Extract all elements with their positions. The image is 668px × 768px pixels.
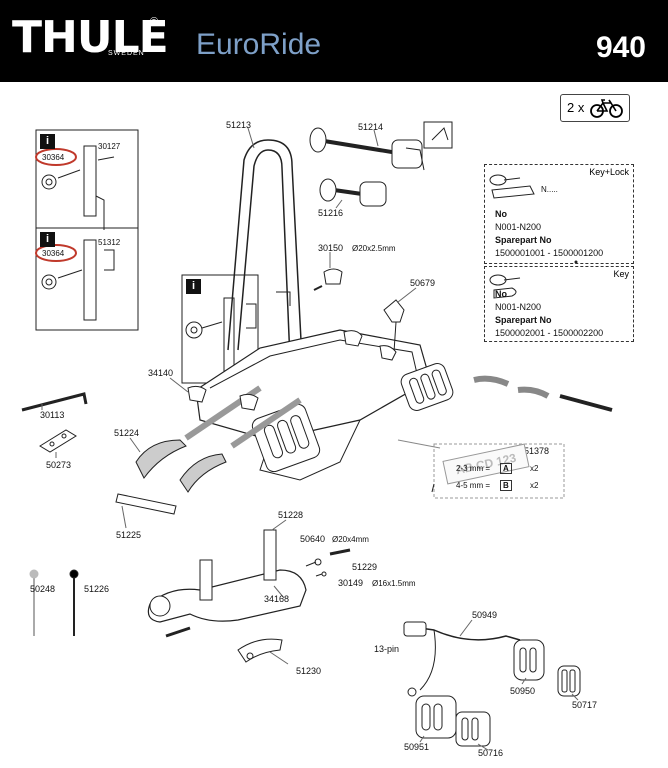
key-no-range: N001-N200 — [495, 302, 542, 312]
highlight-circle-1 — [35, 148, 77, 166]
key-title: Key — [613, 269, 629, 279]
part-label: 50679 — [410, 278, 436, 288]
part-spec: Ø16x1.5mm — [372, 579, 416, 588]
part-label: 30127 — [98, 142, 121, 151]
part-label: 51230 — [296, 666, 322, 676]
key-lock-no-range: N001-N200 — [495, 222, 542, 232]
part-label: 50248 — [30, 584, 56, 594]
info-badge-3: i — [186, 279, 201, 294]
part-label: 51224 — [114, 428, 140, 438]
part-spec: Ø20x2.5mm — [352, 244, 396, 253]
info-badge-2: i — [40, 232, 55, 247]
part-label: 50716 — [478, 748, 504, 758]
spacer-size-2: 4-5 mm = — [456, 481, 491, 490]
part-label: 51226 — [84, 584, 110, 594]
part-spec: Ø20x4mm — [332, 535, 369, 544]
brand-logo: THULE — [12, 12, 169, 63]
part-label: 30364 — [42, 153, 65, 162]
registered-mark: ® — [150, 16, 159, 28]
part-label: 34140 — [148, 368, 174, 378]
part-label: 51214 — [358, 122, 384, 132]
highlight-circle-2 — [35, 244, 77, 262]
part-label: 50949 — [472, 610, 498, 620]
key-spare-label: Sparepart No — [495, 315, 552, 325]
header-bar: THULE ® SWEDEN EuroRide 940 — [0, 0, 668, 82]
bicycle-icon — [590, 99, 623, 118]
part-label: 51216 — [318, 208, 344, 218]
bike-capacity-label: 2 x — [567, 100, 585, 115]
bike-capacity-badge: 2 x — [560, 94, 630, 122]
info-badge-1: i — [40, 134, 55, 149]
part-label: 51312 — [98, 238, 121, 247]
key-box: Key No N001-N200 Sparepart No 1500002001… — [484, 266, 634, 342]
part-label: 30113 — [40, 410, 65, 420]
spacer-size-1: 2-3 mm = — [456, 464, 491, 473]
spacer-qty-2: x2 — [530, 481, 539, 490]
key-no-label: No — [495, 289, 507, 299]
part-label: 51213 — [226, 120, 252, 130]
spacer-letter-a: A — [500, 463, 512, 474]
part-label: 30364 — [42, 249, 65, 258]
spacer-letter-b: B — [500, 480, 512, 491]
part-label: 51225 — [116, 530, 142, 540]
part-label: 50950 — [510, 686, 536, 696]
part-label: 51378 — [524, 446, 550, 456]
key-lock-spare-label: Sparepart No — [495, 235, 552, 245]
key-lock-no-label: No — [495, 209, 507, 219]
part-label: 51228 — [278, 510, 304, 520]
part-label: 50640 — [300, 534, 326, 544]
model-number: 940 — [595, 31, 646, 64]
part-label: 34168 — [264, 594, 290, 604]
key-lock-box: Key+Lock N..... No N001-N200 Sparepart N… — [484, 164, 634, 264]
part-label: 30150 — [318, 243, 344, 253]
spacer-qty-1: x2 — [530, 464, 539, 473]
key-spare-range: 1500002001 - 1500002200 — [495, 328, 604, 338]
part-label: 50951 — [404, 742, 430, 752]
product-name: EuroRide — [196, 28, 322, 61]
key-lock-title: Key+Lock — [589, 167, 629, 177]
connector-label: 13-pin — [374, 644, 400, 654]
info-panel-frame — [35, 129, 139, 331]
part-label: 30149 — [338, 578, 364, 588]
key-lock-spare-range: 1500001001 - 1500001200 — [495, 248, 604, 258]
brand-subtitle: SWEDEN — [108, 50, 145, 57]
part-label: 50717 — [572, 700, 598, 710]
key-code-prefix: N..... — [541, 185, 558, 194]
part-label: 50273 — [46, 460, 72, 470]
part-label: 51229 — [352, 562, 378, 572]
